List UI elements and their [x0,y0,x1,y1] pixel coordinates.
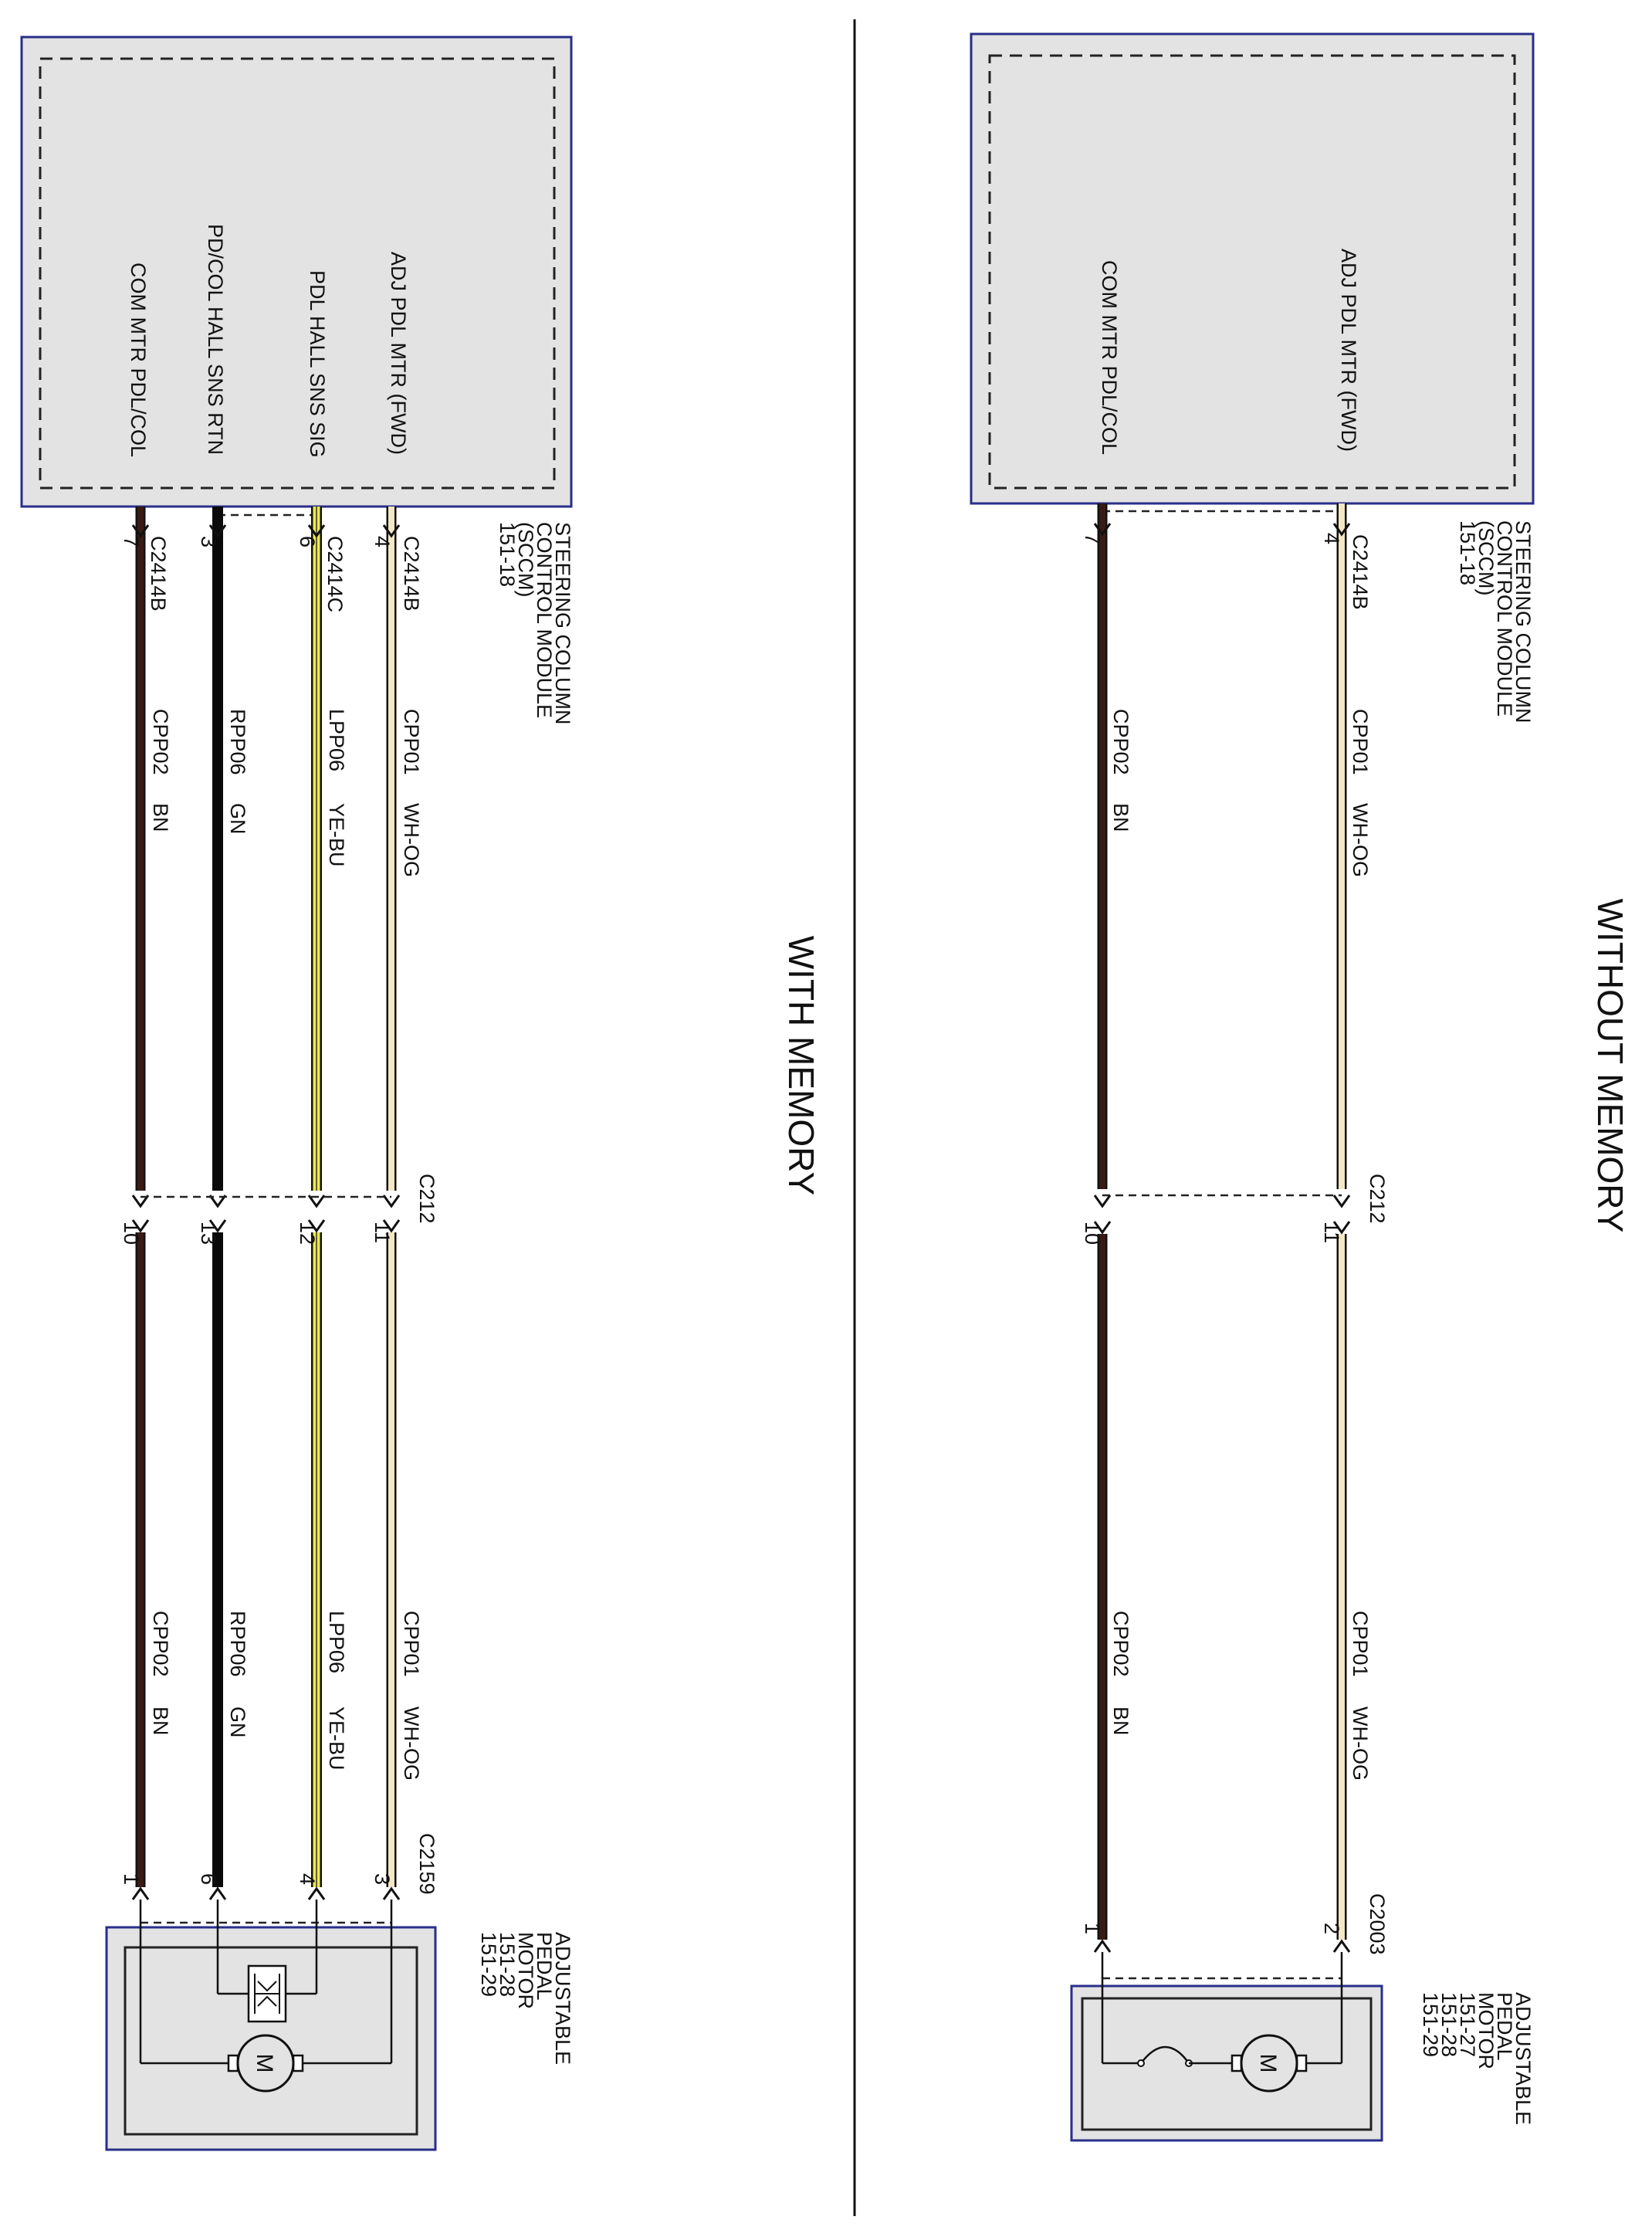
wire-cpp02-without-memory: 7 CPP02 BN 10 CPP02 BN 1 [1081,503,1132,1953]
color-code-label: BN [149,1706,172,1736]
circuit-label: CPP01 [400,709,423,775]
adjustable-pedal-motor-with-memory: M [105,1900,437,2151]
motor-icon [236,2034,295,2093]
motor-name-line-4: 151-28 [496,1932,519,1997]
module-pin-number: 6 [296,536,319,547]
motor-pin-number: 3 [371,1873,394,1885]
sccm-name-line-1: STEERING COLUMN [1512,520,1535,724]
sccm-name-line-1: STEERING COLUMN [551,522,574,725]
module-pin-number: 7 [1081,533,1104,544]
sccm-name-line-3: (SCCM) [1474,520,1498,595]
motor-name-line-2: PEDAL [1493,1992,1516,2061]
circuit-label: RPP06 [226,1611,249,1677]
c212-pin-number: 11 [1320,1222,1343,1243]
motor-name-line-1: ADJUSTABLE [1512,1992,1535,2125]
motor-name-line-5: 151-28 [1437,1992,1461,2057]
module-pin-number: 4 [371,536,394,547]
circuit-label: CPP01 [1349,709,1372,775]
sccm-module-with-memory: ADJ PDL MTR (FWD) PDL HALL SNS SIG PD/CO… [20,36,573,508]
sccm-name-line-3: (SCCM) [514,522,537,597]
motor-pin-number: 2 [1320,1923,1343,1934]
sccm-connector-label: C2414B [400,536,423,612]
sccm-name-line-2: CONTROL MODULE [533,522,556,718]
motor-connector-label: C2003 [1366,1893,1389,1955]
wire-rpp06-with-memory: 3 RPP06 GN 13 RPP06 GN 6 [197,507,249,1900]
motor-symbol: M [252,2054,277,2073]
color-code-label: WH-OG [1349,1706,1372,1781]
circuit-label: CPP02 [1109,709,1132,775]
color-code-label: BN [149,803,172,832]
wire-cpp02-with-memory: 7 CPP02 BN 10 CPP02 BN 1 [120,507,172,1900]
motor-name-line-2: PEDAL [533,1932,556,2001]
sccm-name-line-2: CONTROL MODULE [1493,520,1516,717]
motor-pin-number: 6 [197,1873,220,1885]
pin-label-adj-pdl-mtr: ADJ PDL MTR (FWD) [1337,249,1360,452]
color-code-label: BN [1109,803,1132,832]
sccm-name-line-4: 151-18 [1456,520,1479,585]
c212-pin-number: 13 [197,1222,220,1245]
sccm-name-line-4: 151-18 [496,522,519,587]
pin-label-pdl-hall-sns-sig: PDL HALL SNS SIG [306,270,329,458]
c212-label: C212 [415,1174,438,1224]
motor-pin-number: 1 [1081,1923,1104,1934]
color-code-label: WH-OG [1349,803,1372,877]
motor-name-line-4: 151-27 [1456,1992,1479,2057]
motor-icon [1240,2034,1298,2093]
color-code-label: WH-OG [400,803,423,877]
module-pin-number: 7 [120,536,143,547]
adjustable-pedal-motor-without-memory: M [1070,1952,1383,2142]
c212-pin-number: 10 [1081,1222,1104,1245]
circuit-label: LPP06 [325,1611,348,1673]
color-code-label: WH-OG [400,1706,423,1781]
hall-sensor-icon [247,1964,287,2023]
sccm-module-without-memory: ADJ PDL MTR (FWD) COM MTR PDL/COL [970,32,1535,505]
module-pin-number: 3 [197,536,220,547]
circuit-label: CPP02 [149,709,172,775]
sccm-connector-label: C2414B [147,536,170,612]
pin-label-com-mtr: COM MTR PDL/COL [1098,260,1121,455]
sccm-connector-label: C2414B [1349,534,1372,610]
motor-name-line-3: MOTOR [1474,1992,1498,2069]
pin-label-adj-pdl-mtr: ADJ PDL MTR (FWD) [387,252,410,455]
circuit-label: CPP02 [1109,1611,1132,1677]
with-memory-section: WITH MEMORY ADJ PDL MTR (FWD) PDL HALL S… [20,36,821,2151]
without-memory-section: WITHOUT MEMORY ADJ PDL MTR (FWD) COM MTR… [970,32,1630,2142]
circuit-label: CPP02 [149,1611,172,1677]
color-code-label: YE-BU [325,1706,348,1771]
pin-label-pd-col-hall-sns-rtn: PD/COL HALL SNS RTN [204,224,227,455]
c212-pin-number: 10 [120,1222,143,1245]
with-memory-title: WITH MEMORY [781,936,821,1195]
motor-name-line-1: ADJUSTABLE [551,1932,574,2065]
motor-symbol: M [1255,2054,1281,2073]
motor-pin-number: 1 [120,1873,143,1885]
without-memory-title: WITHOUT MEMORY [1590,899,1630,1233]
circuit-label: RPP06 [226,709,249,775]
circuit-label: CPP01 [1349,1611,1372,1677]
module-pin-number: 4 [1320,533,1343,544]
wire-cpp01-without-memory: 4 CPP01 WH-OG 11 CPP01 WH-OG 2 [1320,503,1372,1953]
wire-cpp01-with-memory: 4 CPP01 WH-OG 11 CPP01 WH-OG 3 [371,507,423,1900]
c212-label: C212 [1366,1174,1389,1224]
motor-name-line-5: 151-29 [477,1932,500,1997]
motor-name-line-3: MOTOR [514,1932,537,2009]
wire-lpp06-with-memory: 6 LPP06 YE-BU 12 LPP06 YE-BU 4 [296,507,348,1900]
color-code-label: YE-BU [325,803,348,867]
color-code-label: GN [226,1706,249,1738]
pin-label-com-mtr: COM MTR PDL/COL [127,263,150,457]
motor-pin-number: 4 [296,1873,319,1885]
motor-name-line-6: 151-29 [1419,1992,1442,2057]
c212-pin-number: 11 [371,1222,394,1243]
color-code-label: BN [1109,1706,1132,1736]
circuit-label: LPP06 [325,709,348,771]
motor-connector-label: C2159 [415,1833,438,1895]
color-code-label: GN [226,803,249,835]
circuit-label: CPP01 [400,1611,423,1677]
sccm-connector-label: C2414C [323,536,347,612]
c212-pin-number: 12 [296,1222,319,1245]
